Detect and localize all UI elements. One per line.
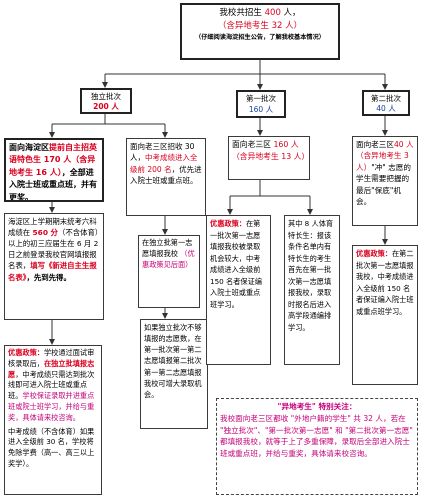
haidian-label: 面向海淀区 bbox=[9, 143, 49, 152]
first-laosan-count: 160 人（含异地考生 13 人） bbox=[232, 140, 310, 161]
laosan-independent-box: 面向老三区招收 30 人，中考成绩进入全级前 200 名，优先进入院士班或重点班… bbox=[126, 138, 206, 216]
laosan-ind-label: 面向老三区招收 30 人， bbox=[130, 142, 195, 163]
first-laosan-label: 面向老三区 bbox=[232, 140, 271, 149]
policy-first-text: 在第一批次第一志愿填报我校被录取机会较大，中考成绩进入全级前 150 名者保证编… bbox=[210, 219, 262, 309]
detail-text-a: 海淀区上学期期末统考六科成绩在 bbox=[8, 217, 97, 238]
policy-left-b: 在独立批填报志愿 bbox=[8, 358, 95, 379]
independent-batch-box: 独立批次 200 人 bbox=[80, 88, 132, 114]
first-title: 第一批次 bbox=[246, 94, 276, 103]
fill-note-text: 如果独立批次不够填报的志愿数，在第一批次第一第二志愿填报第二批次第一第二志愿填报… bbox=[144, 323, 202, 399]
detail-form-name: 填写《新进自主生报名表》 bbox=[8, 261, 97, 282]
second-laosan-tail: "冲" 志愿的学生需要把握的最后"保底"机会。 bbox=[356, 162, 411, 206]
remote-count: （含异地考生 32 人） bbox=[217, 20, 303, 31]
second-laosan-label: 面向老三区 bbox=[356, 140, 394, 149]
policy-left-d: 学校保证录取并进重点班或院士班学习，并给与重奖，具体请来校咨询。 bbox=[8, 391, 95, 422]
detail-text-c: （不含体育）以上的初三应届生在 6 月 2 日之前登录我校官网填报报名表， bbox=[8, 228, 99, 271]
remote-students-box: "异地考生" 特别关注： 我校面向老三区都收 "外地户籍的学生" 共 32 人，… bbox=[216, 398, 418, 495]
second-num: 40 人 bbox=[376, 104, 396, 114]
independent-fill-note: 如果独立批次不够填报的志愿数，在第一批次第一第二志愿填报第二批次第一第二志愿填报… bbox=[140, 319, 208, 429]
total-unit: 人， bbox=[280, 8, 301, 18]
policy-first-title: 优惠政策： bbox=[210, 219, 246, 228]
ind-choice-text: 在独立批第一志愿填报我校 bbox=[142, 238, 193, 258]
second-title: 第二批次 bbox=[371, 94, 401, 103]
haidian-box: 面向海淀区提前自主招英语特色生 170 人（含异地考生 16 人），全部进入院士… bbox=[4, 138, 104, 202]
remote-text: 我校面向老三区都收 "外地户籍的学生" 共 32 人，若在 "独立批次"、"第一… bbox=[220, 413, 413, 459]
independent-choice-box: 在独立批第一志愿填报我校 （优惠政策见后面） bbox=[138, 235, 200, 308]
sports-students-box: 其中 8 人体育特长生：报该条件名单内有特长生的考生首先在第一批次第一志愿填报我… bbox=[284, 215, 340, 365]
total-number: 400 bbox=[264, 8, 281, 18]
first-batch-box: 第一批次 160 人 bbox=[236, 90, 286, 118]
policy-left-e: 中考成绩（不含体育）如果进入全级前 30 名，学校将免除学费（高一、高三以上奖学… bbox=[8, 426, 95, 468]
policy-left-box: 优惠政策：学校通过面试审核录取后，在独立批填报志愿，中考成绩只需达到批次线即可进… bbox=[4, 345, 102, 495]
first-laosan-box: 面向老三区 160 人（含异地考生 13 人） bbox=[228, 136, 310, 180]
policy-first-box: 优惠政策：在第一批次第一志愿填报我校被录取机会较大，中考成绩进入全级前 150 … bbox=[206, 215, 271, 365]
laosan-ind-tail: ，优先进入院士班或重点班。 bbox=[130, 164, 202, 185]
policy-second-box: 优惠政策：在第二批次第一志愿填报我校，中考成绩进入全级前 150 名者保证编入院… bbox=[352, 245, 418, 385]
policy-left-a: 学校通过面试审核录取后， bbox=[8, 348, 95, 368]
second-laosan-count: 40 人（含异地考生 3 人） bbox=[356, 140, 414, 172]
remote-title: "异地考生" 特别关注： bbox=[277, 402, 357, 411]
haidian-tail: ，全部进入院士班或重点班，并有更奖。 bbox=[9, 167, 97, 202]
first-num: 160 人 bbox=[248, 104, 274, 114]
haidian-detail-box: 海淀区上学期期末统考六科成绩在 560 分（不含体育）以上的初三应届生在 6 月… bbox=[4, 213, 104, 320]
total-label: 我校共招生 bbox=[219, 8, 265, 18]
independent-num: 200 人 bbox=[93, 102, 119, 112]
read-notice: （仔细阅读海淀招生公告，了解我校基本情况） bbox=[195, 33, 325, 41]
policy-left-title: 优惠政策： bbox=[8, 348, 44, 357]
haidian-highlight: 提前自主招英语特色生 170 人（含异地考生 16 人） bbox=[9, 143, 97, 177]
policy-left-c: ，中考成绩只需达到批次线即可进入院士班或重点班。 bbox=[8, 369, 95, 401]
laosan-ind-highlight: 中考成绩进入全级前 200 名 bbox=[130, 153, 198, 174]
policy-second-text: 在第二批次第一志愿填报我校，中考成绩进入全级前 150 名者保证编入院士班或重点… bbox=[356, 249, 414, 316]
ind-choice-note: （优惠政策见后面） bbox=[142, 248, 195, 269]
total-enrollment-box: 我校共招生 400 人， （含异地考生 32 人） （仔细阅读海淀招生公告，了解… bbox=[180, 3, 340, 60]
detail-text-e: ，先到先得。 bbox=[26, 272, 71, 282]
total-line: 我校共招生 400 人， bbox=[185, 7, 335, 20]
second-laosan-box: 面向老三区40 人（含异地考生 3 人）"冲" 志愿的学生需要把握的最后"保底"… bbox=[352, 136, 418, 226]
sports-text: 其中 8 人体育特长生：报该条件名单内有特长生的考生首先在第一批次第一志愿填报我… bbox=[288, 219, 334, 332]
independent-title: 独立批次 bbox=[91, 92, 121, 101]
detail-score: 560 分 bbox=[32, 228, 58, 238]
policy-second-title: 优惠政策： bbox=[356, 249, 392, 258]
second-batch-box: 第二批次 40 人 bbox=[362, 90, 410, 116]
